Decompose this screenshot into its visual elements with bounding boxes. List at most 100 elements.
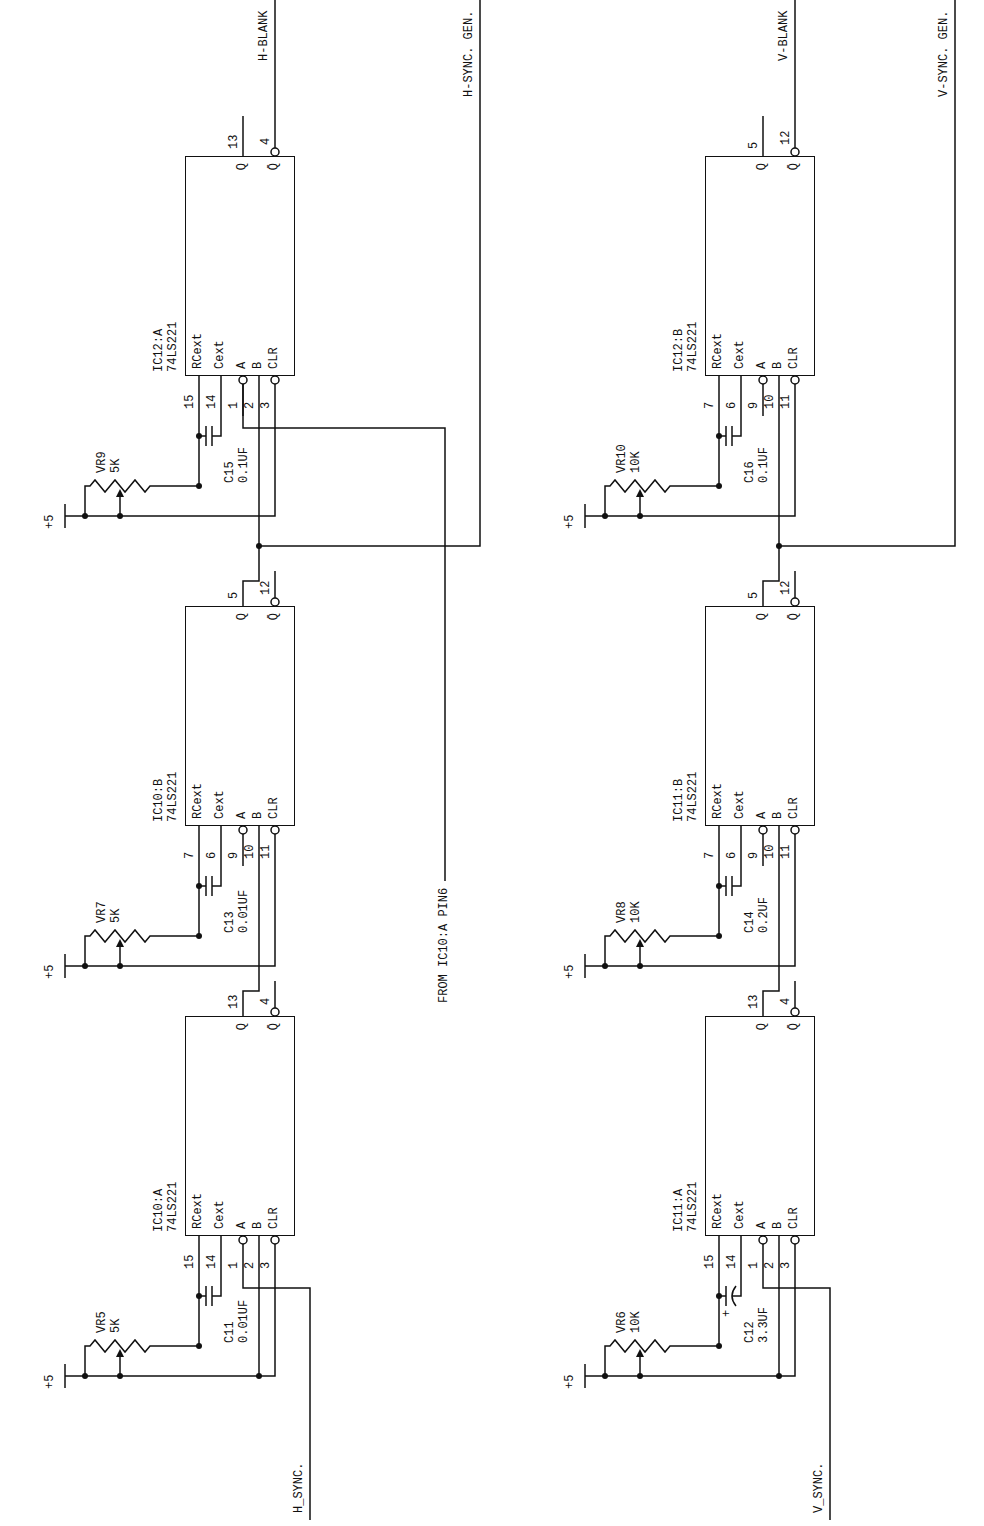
pin-number: 10	[244, 844, 257, 860]
wiper-lead	[639, 1356, 641, 1376]
pin-number: 1	[748, 1261, 761, 1270]
pin-name: Cext	[734, 789, 747, 820]
pin-name: A	[236, 361, 249, 370]
pin-number: 4	[780, 997, 793, 1006]
supply-rail	[585, 1244, 795, 1376]
inversion-bubble	[791, 826, 799, 834]
pin-number: 7	[184, 851, 197, 860]
pin-name: B	[252, 361, 265, 370]
pin-stub	[274, 571, 276, 598]
pin-number: 5	[748, 591, 761, 600]
capacitor-name: C13	[224, 910, 237, 934]
inversion-bubble	[791, 1008, 799, 1016]
supply-label: +5	[44, 514, 57, 530]
pin-name: Q̄	[788, 1022, 801, 1031]
capacitor-lead	[199, 885, 206, 887]
pin-number: 1	[228, 401, 241, 410]
pin-name: RCext	[192, 782, 205, 820]
supply-rail	[65, 384, 275, 516]
variable-resistor	[85, 1236, 199, 1376]
capacitor-plate	[725, 1286, 727, 1306]
pin-number: 5	[748, 141, 761, 150]
resistor-value: 10K	[630, 1310, 643, 1334]
supply-label: +5	[564, 514, 577, 530]
pin-number: 7	[704, 851, 717, 860]
resistor-name: VR5	[96, 1310, 109, 1334]
pin-number: 4	[260, 137, 273, 146]
pin-name: RCext	[712, 1192, 725, 1230]
ic-part-number: 74LS221	[687, 1181, 700, 1233]
variable-resistor	[85, 826, 199, 966]
pin-number: 4	[260, 997, 273, 1006]
pin-name: B	[252, 1221, 265, 1230]
capacitor-value: 0.1UF	[758, 446, 771, 484]
capacitor-value: 3.3UF	[758, 1306, 771, 1344]
supply-tie	[258, 1236, 260, 1376]
capacitor-lead	[719, 1295, 726, 1297]
pin-name: CLR	[788, 1206, 801, 1230]
pin-name: Q	[236, 612, 249, 621]
pin-number: 2	[244, 401, 257, 410]
polarity-mark: +	[721, 1309, 734, 1318]
pin-number: 11	[260, 844, 273, 860]
inversion-bubble	[791, 376, 799, 384]
pin-stub	[762, 116, 764, 156]
pin-name: B	[252, 811, 265, 820]
signal-name: H-SYNC. GEN.	[463, 10, 476, 98]
resistor-name: VR8	[616, 900, 629, 924]
wiper-lead	[639, 946, 641, 966]
pin-number: 3	[260, 1261, 273, 1270]
pin-number: 6	[206, 851, 219, 860]
pin-name: Q	[236, 1022, 249, 1031]
pin-number: 11	[780, 394, 793, 410]
supply-rail	[585, 834, 795, 966]
pin-name: RCext	[712, 332, 725, 370]
capacitor-lead	[199, 435, 206, 437]
pin-name: A	[236, 811, 249, 820]
ic-box: IC12:B74LS221RCextCextABCLRQQ̄	[705, 156, 815, 376]
pin-number: 9	[748, 401, 761, 410]
inversion-bubble	[271, 1236, 279, 1244]
pin-number: 13	[748, 994, 761, 1010]
pin-stub	[274, 981, 276, 1008]
junction-dot	[196, 1343, 202, 1349]
pin-name: Q	[756, 162, 769, 171]
wiper-lead	[639, 496, 641, 516]
capacitor-lead	[719, 435, 726, 437]
pin-name: RCext	[192, 1192, 205, 1230]
resistor-value: 5K	[110, 1318, 123, 1334]
wiper-arrow	[116, 1349, 124, 1357]
signal-name: V_SYNC.	[813, 1462, 826, 1514]
resistor-value: 5K	[110, 908, 123, 924]
capacitor-lead	[199, 1295, 206, 1297]
pin-stub	[242, 116, 244, 156]
resistor-value: 10K	[630, 450, 643, 474]
pin-name: Cext	[214, 1199, 227, 1230]
pin-number: 1	[228, 1261, 241, 1270]
signal-connector	[243, 376, 259, 606]
pin-number: 2	[244, 1261, 257, 1270]
capacitor-name: C11	[224, 1320, 237, 1344]
inversion-bubble	[271, 376, 279, 384]
supply-tie	[778, 1236, 780, 1376]
wiper-lead	[119, 496, 121, 516]
signal-name: H-BLANK	[258, 10, 271, 62]
capacitor-name: C14	[744, 910, 757, 934]
capacitor-plate	[205, 876, 207, 896]
pin-name: CLR	[788, 346, 801, 370]
pin-name: B	[772, 1221, 785, 1230]
pin-name: Q	[756, 1022, 769, 1031]
capacitor-plate	[725, 876, 727, 896]
pin-number: 14	[206, 394, 219, 410]
pin-number: 14	[726, 1254, 739, 1270]
inversion-bubble	[759, 826, 767, 834]
pin-name: Q̄	[268, 612, 281, 621]
pin-name: RCext	[192, 332, 205, 370]
pin-number: 14	[206, 1254, 219, 1270]
ic-box: IC11:A74LS221RCextCextABCLRQQ̄	[705, 1016, 815, 1236]
supply-label: +5	[44, 964, 57, 980]
capacitor-name: C12	[744, 1320, 757, 1344]
pin-name: A	[756, 1221, 769, 1230]
pin-name: Q̄	[788, 162, 801, 171]
capacitor-name: C16	[744, 460, 757, 484]
